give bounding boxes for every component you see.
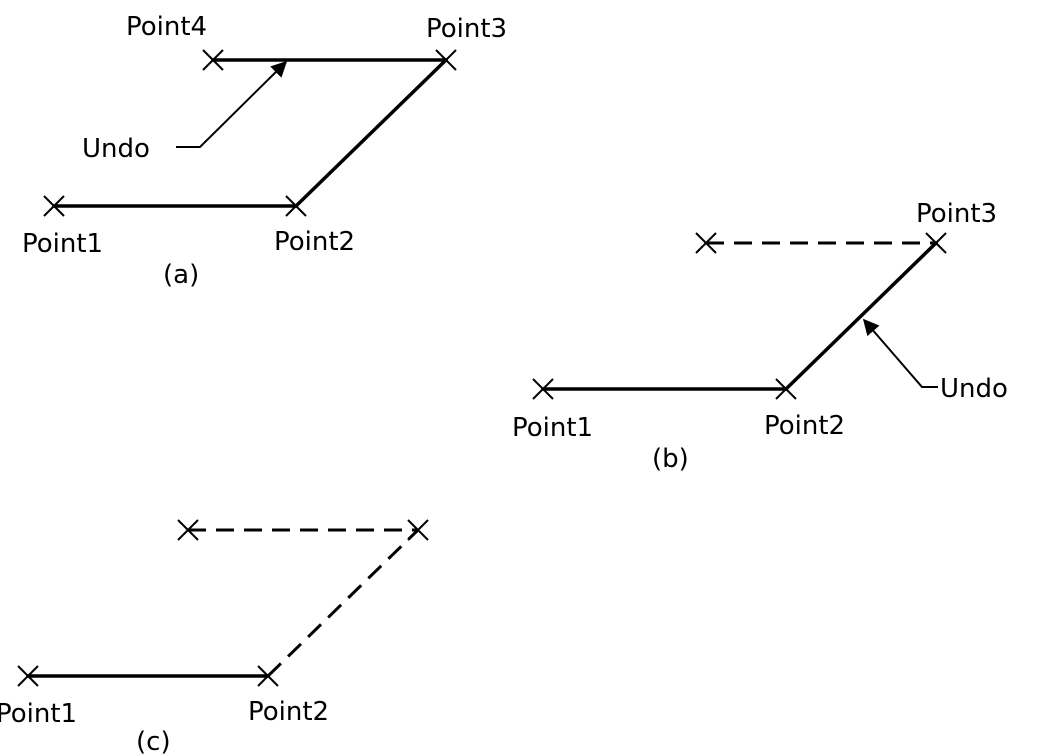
label-point2: Point2	[248, 697, 329, 727]
segment-point2-point3	[294, 58, 448, 208]
point-marker	[925, 232, 947, 254]
caption-a: (a)	[163, 260, 199, 290]
segment-undone-dashed	[266, 528, 420, 678]
caption-c: (c)	[136, 727, 171, 754]
label-point3: Point3	[426, 14, 507, 44]
point-marker	[17, 665, 39, 687]
panel-c: Point1 Point2 (c)	[0, 519, 429, 754]
point-marker	[202, 49, 224, 71]
label-undo: Undo	[940, 374, 1008, 404]
undo-leader-arrow	[862, 318, 938, 388]
point-marker	[285, 195, 307, 217]
label-point2: Point2	[764, 411, 845, 441]
label-point2: Point2	[274, 227, 355, 257]
label-point1: Point1	[0, 699, 77, 729]
undo-leader-arrow	[176, 60, 288, 148]
panel-b: Point3 Undo Point1 Point2 (b)	[512, 199, 1008, 474]
label-point1: Point1	[22, 229, 103, 259]
point-marker	[177, 519, 199, 541]
segment-point2-point3	[784, 241, 938, 391]
label-point3: Point3	[916, 199, 997, 229]
point-marker	[695, 232, 717, 254]
point-marker	[407, 519, 429, 541]
point-marker	[532, 378, 554, 400]
label-point4: Point4	[126, 12, 207, 42]
point-marker	[775, 378, 797, 400]
point-marker	[43, 195, 65, 217]
caption-b: (b)	[652, 444, 689, 474]
point-marker	[257, 665, 279, 687]
point-marker	[435, 49, 457, 71]
label-undo: Undo	[82, 134, 150, 164]
panel-a: Point4 Point3 Undo Point1 Point2 (a)	[22, 12, 507, 290]
label-point1: Point1	[512, 413, 593, 443]
